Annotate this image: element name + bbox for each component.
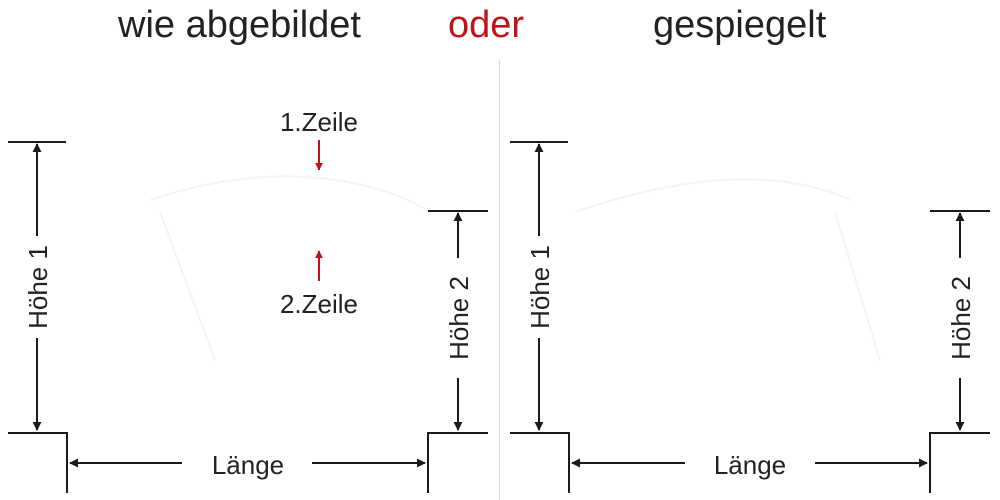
length-label-mirrored: Länge xyxy=(714,450,786,480)
length-label: Länge xyxy=(212,450,284,480)
title-as-shown: wie abgebildet xyxy=(118,4,361,46)
left-foot-step xyxy=(8,432,68,493)
title-or: oder xyxy=(448,4,525,46)
height2-label-mirrored: Höhe 2 xyxy=(946,276,976,360)
panel-as-shown: Höhe 1 Höhe 2 Länge 1.Z xyxy=(8,107,488,493)
panel-mirrored: Höhe 1 Höhe 2 Länge xyxy=(510,141,990,493)
sign-outline-faint-mirrored xyxy=(574,178,881,361)
right-foot-step xyxy=(427,432,488,493)
height2-dimension xyxy=(428,210,488,431)
height1-label: Höhe 1 xyxy=(23,245,53,329)
line2-label: 2.Zeile xyxy=(280,289,358,319)
title-mirrored: gespiegelt xyxy=(653,4,827,46)
sign-outline-faint xyxy=(149,175,431,361)
height2-dimension-mirrored xyxy=(930,210,990,431)
line1-label: 1.Zeile xyxy=(280,107,358,137)
left-foot-step-mirrored xyxy=(510,432,570,493)
right-foot-step-mirrored xyxy=(929,432,990,493)
height1-dimension xyxy=(8,141,66,431)
height2-label: Höhe 2 xyxy=(444,276,474,360)
height1-dimension-mirrored xyxy=(510,141,568,431)
height1-label-mirrored: Höhe 1 xyxy=(525,245,555,329)
panel-divider xyxy=(499,60,500,500)
